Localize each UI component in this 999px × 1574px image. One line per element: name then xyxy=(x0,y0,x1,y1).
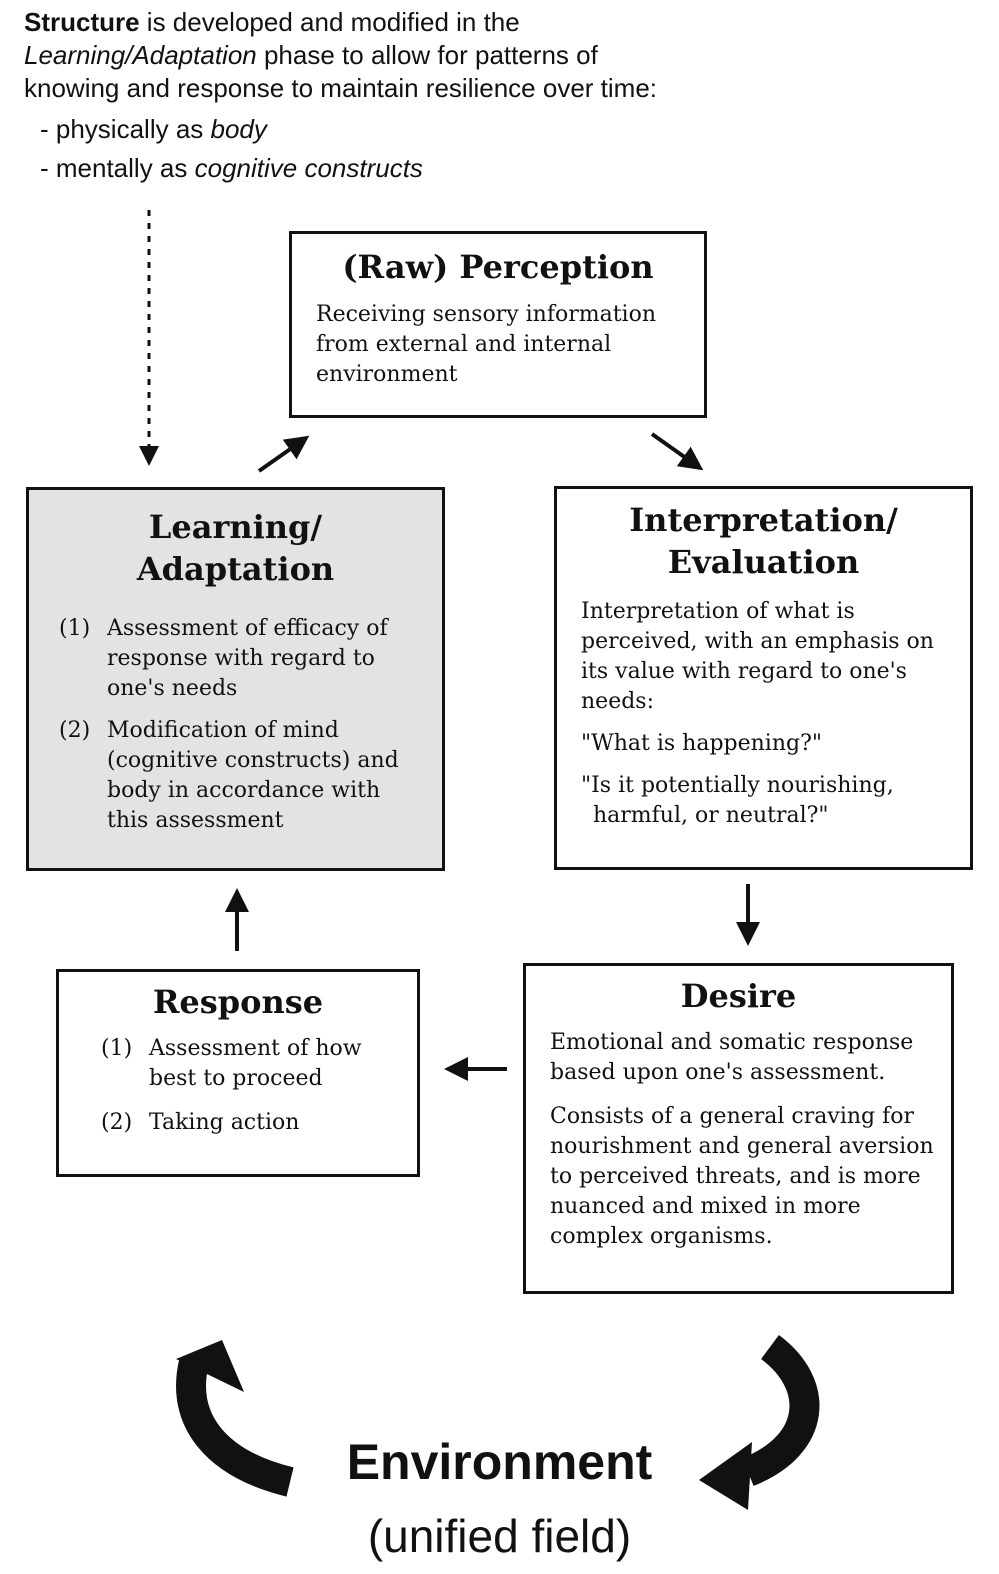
intro-text: Structure is developed and modified in t… xyxy=(24,6,744,185)
curved-arrow-left-head xyxy=(176,1340,244,1392)
item-number: (1) xyxy=(101,1036,133,1061)
arrow-perception-to-interpretation xyxy=(650,432,704,471)
bullet-1-em: body xyxy=(210,114,267,144)
item-text: Assessment of how best to proceed xyxy=(149,1036,362,1091)
learning-title-line-1: Learning/ xyxy=(148,508,323,546)
arrow-learning-to-perception xyxy=(257,435,310,473)
curved-arrow-left-icon xyxy=(176,1358,294,1497)
learning-title: Learning/ Adaptation xyxy=(29,506,442,590)
perception-title: (Raw) Perception xyxy=(342,248,654,286)
bullet-2-prefix: - mentally as xyxy=(40,153,195,183)
interpretation-title-line-2: Evaluation xyxy=(667,543,860,581)
question-happening: "What is happening?" xyxy=(581,731,823,756)
environment-title: Environment xyxy=(346,1434,653,1490)
interpretation-evaluation-box: Interpretation/ Evaluation Interpretatio… xyxy=(554,486,973,870)
intro-bullet-body: - physically as body xyxy=(40,113,744,146)
learning-item: (1) Assessment of efficacy of response w… xyxy=(59,614,422,704)
dotted-arrow-head xyxy=(139,446,159,466)
curved-arrow-right-head xyxy=(699,1442,752,1510)
response-item: (2) Taking action xyxy=(101,1108,407,1138)
intro-line-2: Learning/Adaptation phase to allow for p… xyxy=(24,39,744,72)
perception-box: (Raw) Perception Receiving sensory infor… xyxy=(289,231,707,418)
intro-phase-name: Learning/Adaptation xyxy=(24,40,257,70)
bullet-1-prefix: - physically as xyxy=(40,114,211,144)
learning-title-line-2: Adaptation xyxy=(136,550,335,588)
intro-line-2-rest: phase to allow for patterns of xyxy=(256,40,598,70)
item-text: Taking action xyxy=(149,1110,300,1135)
desire-paragraph-1: Emotional and somatic response based upo… xyxy=(550,1030,914,1085)
intro-line-3: knowing and response to maintain resilie… xyxy=(24,73,658,103)
response-item: (1) Assessment of how best to proceed xyxy=(101,1034,407,1094)
item-number: (1) xyxy=(59,616,91,641)
desire-paragraph-2: Consists of a general craving for nouris… xyxy=(550,1104,934,1249)
response-box: Response (1) Assessment of how best to p… xyxy=(56,969,420,1177)
desire-title: Desire xyxy=(680,977,797,1015)
intro-line-1: Structure is developed and modified in t… xyxy=(24,6,744,39)
intro-bullet-mind: - mentally as cognitive constructs xyxy=(40,152,744,185)
item-text: Modification of mind (cognitive construc… xyxy=(107,718,399,833)
bullet-2-em: cognitive constructs xyxy=(194,153,423,183)
interpretation-text: Interpretation of what is perceived, wit… xyxy=(581,599,934,714)
interpretation-title-line-1: Interpretation/ xyxy=(629,501,898,539)
learning-adaptation-box: Learning/ Adaptation (1) Assessment of e… xyxy=(26,487,445,871)
intro-line-1-rest: is developed and modified in the xyxy=(139,7,520,37)
response-items: (1) Assessment of how best to proceed (2… xyxy=(101,1034,407,1138)
interpretation-body: Interpretation of what is perceived, wit… xyxy=(581,597,950,831)
item-text: Assessment of efficacy of response with … xyxy=(107,616,388,701)
environment-subtitle: (unified field) xyxy=(367,1510,632,1562)
desire-box: Desire Emotional and somatic response ba… xyxy=(523,963,954,1294)
intro-strong: Structure xyxy=(24,7,140,37)
interpretation-title: Interpretation/ Evaluation xyxy=(557,499,970,583)
perception-body: Receiving sensory information from exter… xyxy=(316,302,657,387)
item-number: (2) xyxy=(101,1110,133,1135)
desire-body: Emotional and somatic response based upo… xyxy=(550,1028,937,1252)
learning-item: (2) Modification of mind (cognitive cons… xyxy=(59,716,422,836)
learning-items: (1) Assessment of efficacy of response w… xyxy=(59,614,422,836)
item-number: (2) xyxy=(59,718,91,743)
response-title: Response xyxy=(152,983,324,1021)
curved-arrow-right-icon xyxy=(741,1334,820,1486)
question-nourishing: "Is it potentially nourishing, harmful, … xyxy=(581,773,894,828)
